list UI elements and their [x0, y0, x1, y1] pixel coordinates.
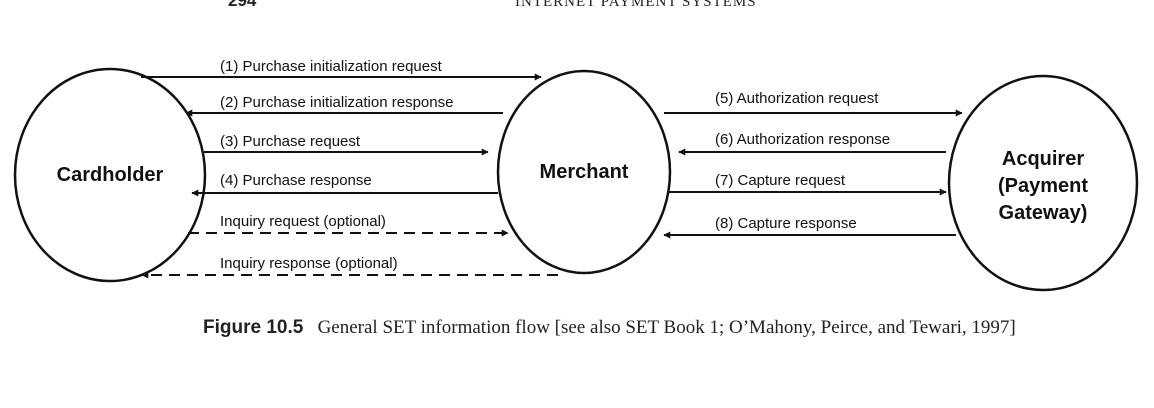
- inquiry-response: Inquiry response (optional): [141, 255, 558, 279]
- page-number: 294: [228, 0, 257, 10]
- merchant-label: Merchant: [540, 161, 629, 183]
- message-3: (3) Purchase request: [204, 133, 489, 156]
- acquirer-label-line1: Acquirer: [1002, 148, 1084, 170]
- inquiry-request-label: Inquiry request (optional): [220, 213, 386, 230]
- message-2: (2) Purchase initialization response: [185, 94, 503, 117]
- cardholder-label: Cardholder: [57, 164, 164, 186]
- message-5: (5) Authorization request: [664, 90, 963, 117]
- message-8-label: (8) Capture response: [715, 215, 857, 232]
- acquirer-circle: [947, 74, 1139, 292]
- acquirer-label-line2: (Payment: [998, 175, 1088, 197]
- merchant-node: Merchant: [496, 69, 672, 275]
- acquirer-node: Acquirer (Payment Gateway): [947, 74, 1139, 292]
- message-2-label: (2) Purchase initialization response: [220, 94, 453, 111]
- message-8: (8) Capture response: [663, 215, 956, 239]
- cardholder-circle: [13, 67, 207, 283]
- message-3-label: (3) Purchase request: [220, 133, 361, 150]
- inquiry-request: Inquiry request (optional): [188, 213, 509, 237]
- message-4: (4) Purchase response: [191, 172, 498, 197]
- message-7-label: (7) Capture request: [715, 172, 846, 189]
- merchant-circle: [496, 69, 672, 275]
- cardholder-node: Cardholder: [13, 67, 207, 283]
- message-6-label: (6) Authorization response: [715, 131, 890, 148]
- inquiry-response-label: Inquiry response (optional): [220, 255, 398, 272]
- figure-caption: Figure 10.5 General SET information flow…: [203, 314, 1143, 341]
- message-6: (6) Authorization response: [678, 131, 946, 156]
- message-4-label: (4) Purchase response: [220, 172, 372, 189]
- message-1: (1) Purchase initialization request: [141, 58, 542, 81]
- message-5-label: (5) Authorization request: [715, 90, 879, 107]
- running-title: INTERNET PAYMENT SYSTEMS: [515, 0, 757, 10]
- figure-caption-text: General SET information flow [see also S…: [317, 317, 1016, 338]
- message-7: (7) Capture request: [669, 172, 947, 196]
- figure-number: Figure 10.5: [203, 317, 304, 338]
- acquirer-label-line3: Gateway): [999, 202, 1088, 224]
- message-1-label: (1) Purchase initialization request: [220, 58, 443, 75]
